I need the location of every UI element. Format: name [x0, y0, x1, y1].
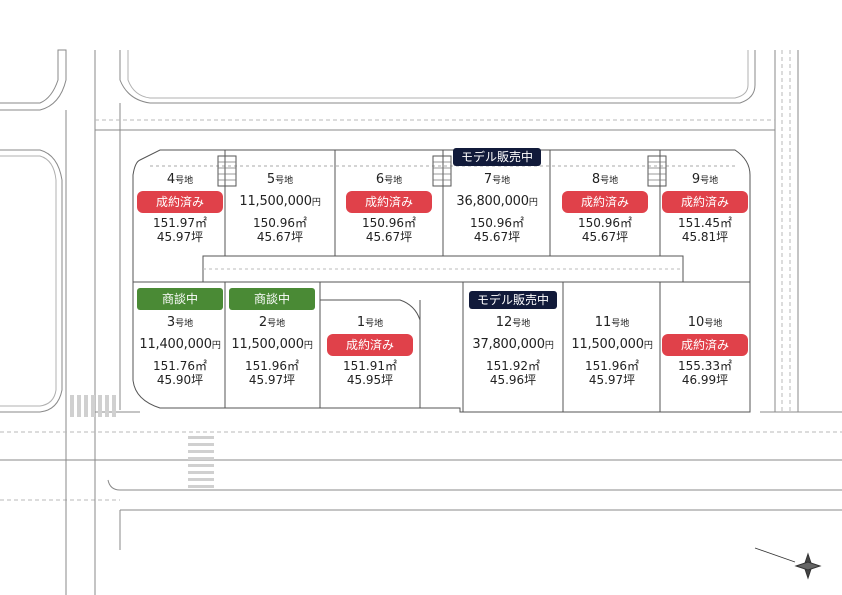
lot-number: 2号地: [258, 315, 286, 330]
lot-area-sqm: 150.96㎡: [362, 216, 416, 230]
lot-area-sqm: 150.96㎡: [578, 216, 632, 230]
lot-area-sqm: 151.96㎡: [245, 359, 299, 373]
lot-price: 11,500,000円: [239, 194, 321, 209]
lot-number: 9号地: [691, 172, 719, 187]
lot-area-tsubo: 45.67坪: [256, 230, 304, 244]
lot-price: 36,800,000円: [456, 194, 538, 209]
lot-area-tsubo: 45.67坪: [473, 230, 521, 244]
lot-number: 11号地: [594, 315, 630, 330]
negotiating-badge: 商談中: [137, 288, 223, 310]
lot-area-tsubo: 45.96坪: [489, 373, 537, 387]
lot-area-sqm: 151.96㎡: [585, 359, 639, 373]
sold-badge: 成約済み: [662, 191, 748, 213]
lot-number: 8号地: [591, 172, 619, 187]
lot-area-tsubo: 45.67坪: [581, 230, 629, 244]
sold-badge: 成約済み: [562, 191, 648, 213]
lot-number: 10号地: [687, 315, 723, 330]
sold-badge: 成約済み: [346, 191, 432, 213]
sold-badge: 成約済み: [327, 334, 413, 356]
lot-number: 1号地: [356, 315, 384, 330]
lot-number: 5号地: [266, 172, 294, 187]
lot-area-sqm: 150.96㎡: [253, 216, 307, 230]
negotiating-badge: 商談中: [229, 288, 315, 310]
lot-area-tsubo: 46.99坪: [681, 373, 729, 387]
lot-area-sqm: 151.97㎡: [153, 216, 207, 230]
lot-area-sqm: 150.96㎡: [470, 216, 524, 230]
compass-icon: [754, 547, 822, 580]
lot-area-sqm: 151.45㎡: [678, 216, 732, 230]
sold-badge: 成約済み: [662, 334, 748, 356]
lot-area-tsubo: 45.97坪: [588, 373, 636, 387]
lot-area-sqm: 151.76㎡: [153, 359, 207, 373]
lot-area-sqm: 151.92㎡: [486, 359, 540, 373]
lot-area-sqm: 151.91㎡: [343, 359, 397, 373]
lot-price: 11,500,000円: [571, 337, 653, 352]
lot-area-tsubo: 45.81坪: [681, 230, 729, 244]
lot-price: 37,800,000円: [472, 337, 554, 352]
lot-number: 7号地: [483, 172, 511, 187]
lot-area-tsubo: 45.90坪: [156, 373, 204, 387]
lot-price: 11,500,000円: [231, 337, 313, 352]
lot-area-tsubo: 45.97坪: [156, 230, 204, 244]
lot-area-tsubo: 45.67坪: [365, 230, 413, 244]
sold-badge: 成約済み: [137, 191, 223, 213]
model-sale-badge: モデル販売中: [469, 291, 557, 309]
lot-number: 12号地: [495, 315, 531, 330]
lot-area-sqm: 155.33㎡: [678, 359, 732, 373]
lot-area-tsubo: 45.97坪: [248, 373, 296, 387]
lot-number: 4号地: [166, 172, 194, 187]
lot-price: 11,400,000円: [139, 337, 221, 352]
lot-number: 3号地: [166, 315, 194, 330]
model-sale-badge: モデル販売中: [453, 148, 541, 166]
lot-area-tsubo: 45.95坪: [346, 373, 394, 387]
lot-number: 6号地: [375, 172, 403, 187]
